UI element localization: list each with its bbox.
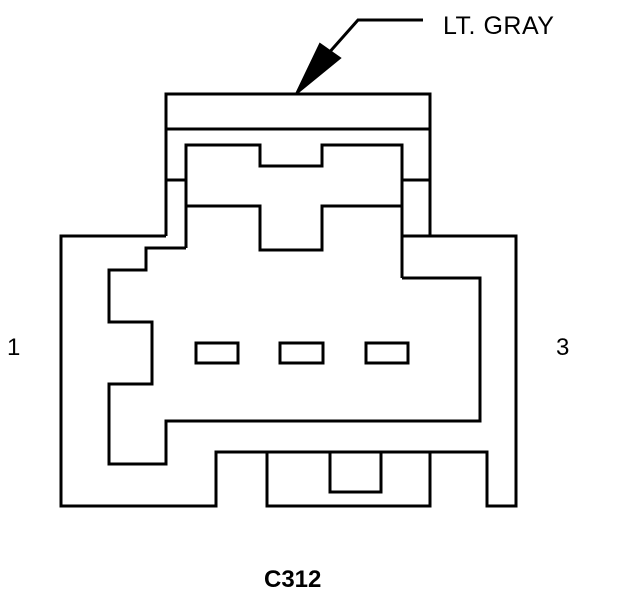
terminal-slot-1 [194,341,240,365]
inner-cavity [107,246,482,466]
bottom-key [328,452,383,494]
terminal-slot-3 [364,341,410,365]
pin-number-right: 3 [556,334,570,361]
connector-color-label: LT. GRAY [443,12,555,40]
callout-arrow-icon [295,42,342,95]
latch-lower-profile [186,204,404,278]
latch-upper-profile [184,143,404,248]
locking-tab [164,92,432,236]
pin-number-left: 1 [7,334,21,361]
callout-leader-line [325,18,423,56]
connector-id-label: C312 [264,566,322,593]
terminal-slot-2 [278,341,325,365]
